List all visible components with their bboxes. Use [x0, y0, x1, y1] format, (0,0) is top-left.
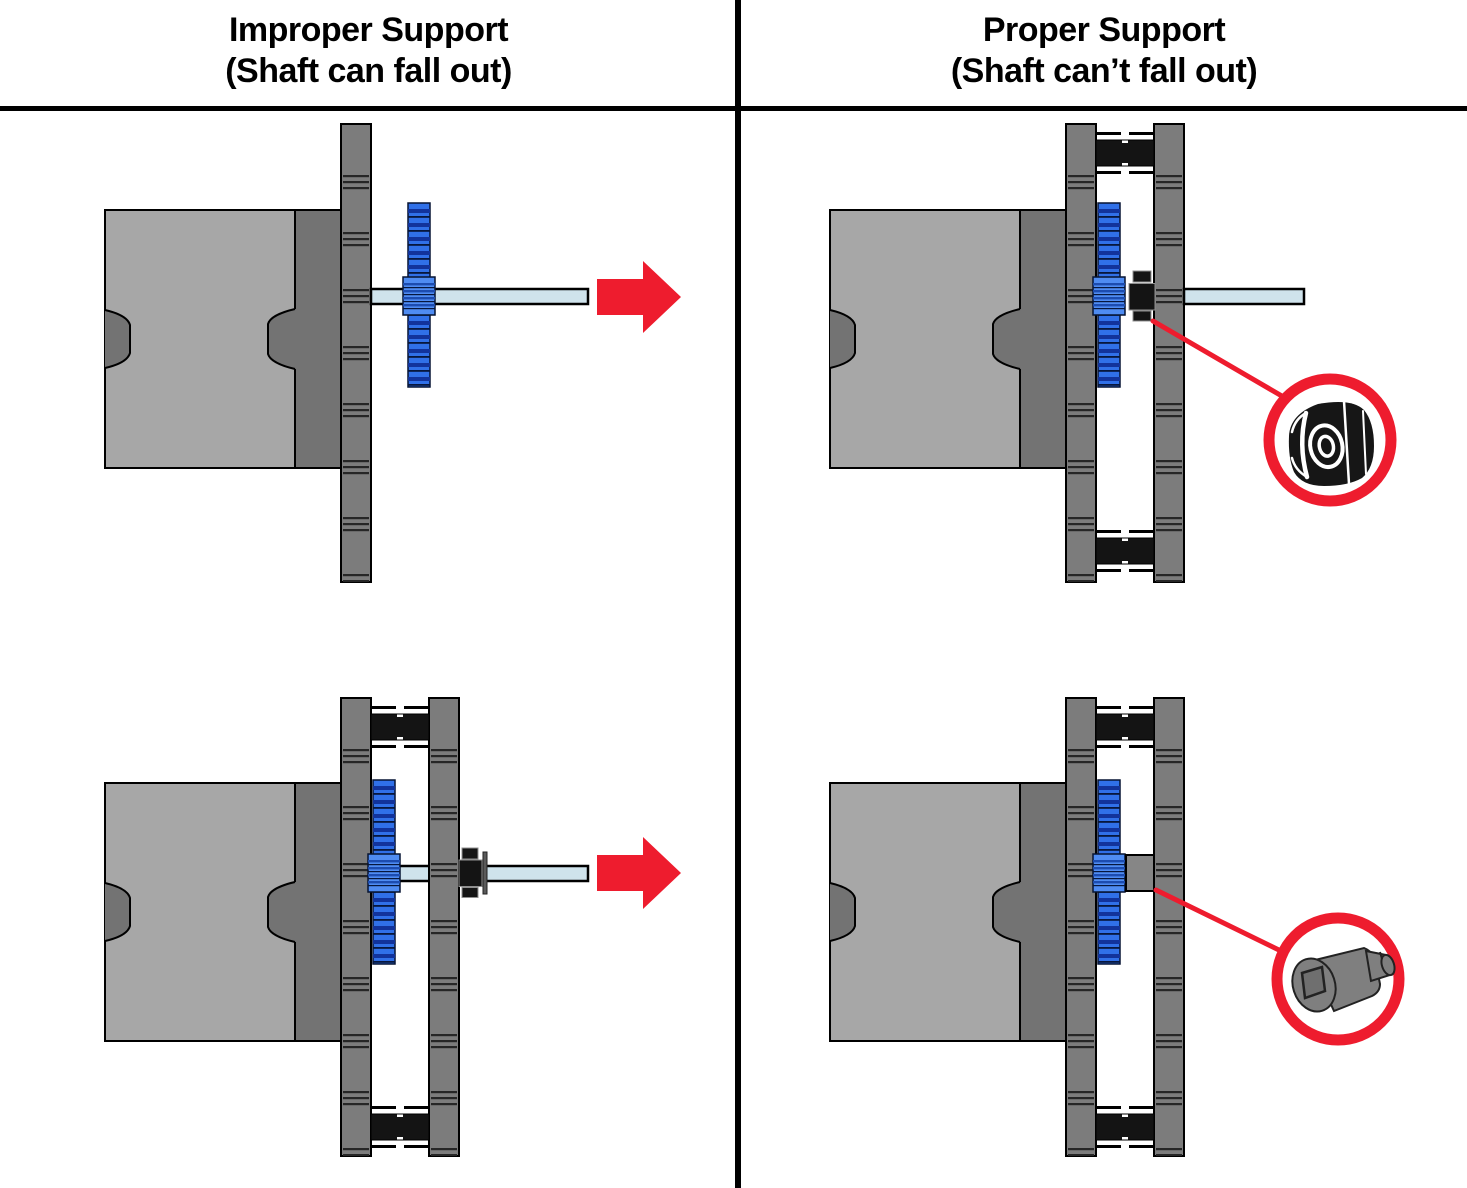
shaft-spacer-square-bore-icon [1291, 946, 1396, 1013]
shaft-retainer-clip-icon [1288, 399, 1374, 486]
drive-gear [367, 779, 401, 965]
panel-bottom-left-improper-collar-outside [104, 697, 681, 1157]
shaft-spacer-on-shaft [1125, 854, 1155, 892]
red-arrow-right-icon [597, 837, 681, 909]
header-improper-support: Improper Support (Shaft can fall out) [0, 10, 737, 92]
red-arrow-right-icon [597, 261, 681, 333]
header-proper-line2: (Shaft can’t fall out) [950, 52, 1258, 90]
mounting-plate-inner [340, 697, 372, 1157]
vertical-divider [735, 0, 741, 1188]
motor [104, 209, 342, 469]
mounting-plate [340, 123, 372, 583]
callout-line [1150, 318, 1290, 402]
standoff-top [1095, 705, 1155, 749]
standoff-top [1095, 131, 1155, 175]
shaft-collar-on-shaft [458, 847, 488, 898]
mounting-plate-outer [1153, 697, 1185, 1157]
mounting-plate-outer [1153, 123, 1185, 583]
standoff-bottom [370, 1105, 430, 1149]
drive-gear [1092, 779, 1126, 965]
shaft [1182, 287, 1306, 306]
panel-top-right-proper-retainer [829, 123, 1397, 583]
standoff-bottom [1095, 529, 1155, 573]
horizontal-divider [0, 106, 1467, 111]
mounting-plate-outer [428, 697, 460, 1157]
mounting-plate-inner [1065, 123, 1097, 583]
callout-circle [1271, 912, 1405, 1046]
drive-gear [1092, 202, 1126, 388]
washer [482, 851, 488, 895]
header-improper-line2: (Shaft can fall out) [225, 52, 512, 90]
panel-bottom-right-proper-spacer [829, 697, 1405, 1157]
shaft-retainer-on-shaft [1128, 270, 1156, 322]
motor [104, 782, 342, 1042]
header-proper-support: Proper Support (Shaft can’t fall out) [741, 10, 1467, 92]
standoff-top [370, 705, 430, 749]
standoff-bottom [1095, 1105, 1155, 1149]
header-proper-line1: Proper Support [982, 11, 1226, 49]
callout-circle [1263, 373, 1397, 507]
panel-top-left-improper-single-plate [104, 123, 681, 583]
motor [829, 782, 1067, 1042]
shaft [394, 864, 590, 883]
drive-gear [402, 202, 436, 388]
mounting-plate-inner [1065, 697, 1097, 1157]
callout-line [1153, 887, 1286, 955]
motor [829, 209, 1067, 469]
header-improper-line1: Improper Support [228, 11, 509, 49]
